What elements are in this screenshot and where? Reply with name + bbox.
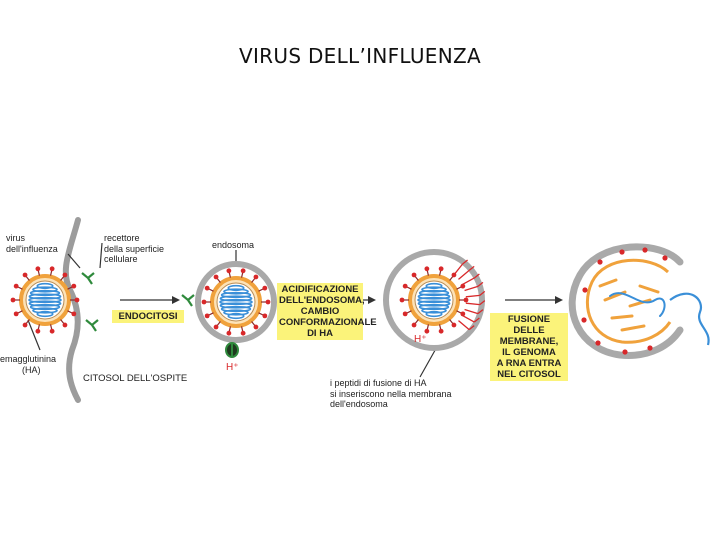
label-endosome: endosoma	[212, 240, 255, 250]
virus-particle	[10, 266, 80, 334]
label-host-cytosol: CITOSOL DELL'OSPITE	[83, 373, 188, 384]
endosome-stage-3	[383, 249, 486, 351]
step-endocytosis: ENDOCITOSI	[112, 310, 184, 323]
virus-acidified	[399, 266, 469, 334]
ha-spikes	[581, 247, 668, 355]
label-hemagglutinin: emagglutinina(HA)	[0, 354, 57, 375]
fusion-stage-4	[568, 243, 710, 359]
rna-genome	[598, 278, 666, 332]
page-title: VIRUS DELL’INFLUENZA	[239, 44, 481, 68]
rna-strand-cytosol	[669, 292, 710, 346]
fused-membrane	[568, 243, 684, 359]
endosome-stage-2	[195, 261, 277, 358]
proton-label: H⁺	[226, 362, 239, 373]
proton-label-2: H⁺	[414, 334, 427, 345]
virus-in-endosome	[201, 268, 271, 336]
host-plasma-membrane	[62, 217, 81, 403]
fusion-peptides	[453, 259, 486, 331]
cell-receptors	[81, 272, 195, 332]
